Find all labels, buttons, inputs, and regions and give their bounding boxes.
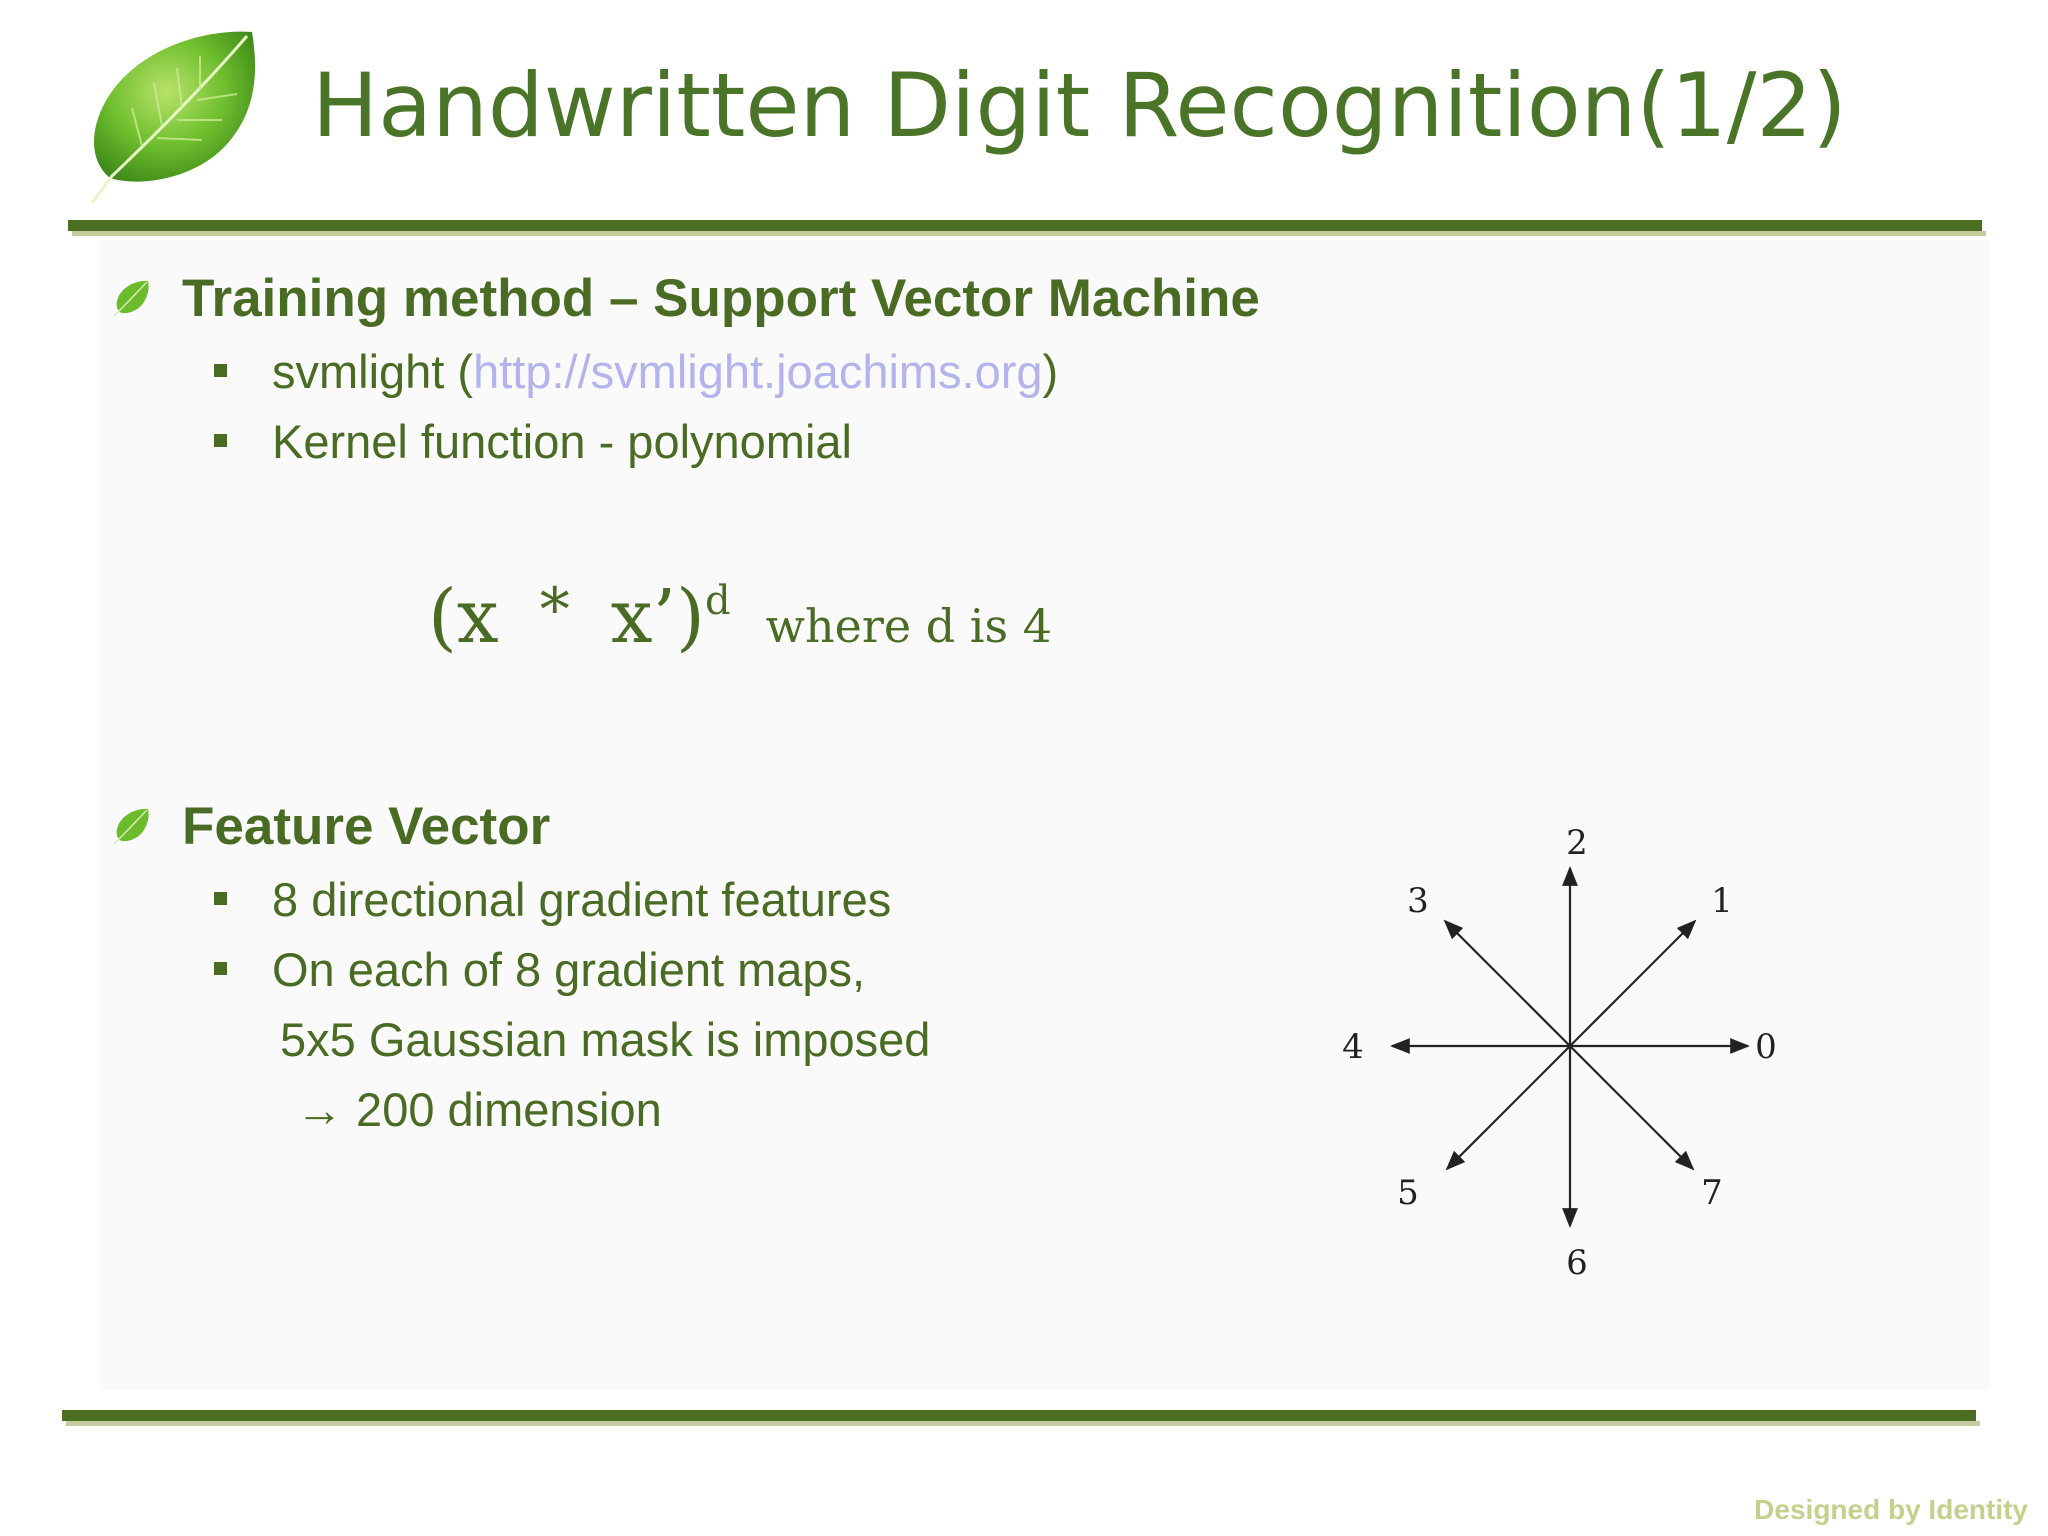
square-bullet-icon [214, 892, 227, 905]
direction-label-6: 6 [1566, 1243, 1588, 1283]
svmlight-prefix: svmlight ( [272, 345, 474, 398]
direction-label-0: 0 [1755, 1027, 1777, 1067]
kernel-formula: (x * x’)d where d is 4 [428, 580, 1052, 654]
direction-label-7: 7 [1701, 1173, 1723, 1213]
square-bullet-icon [214, 364, 227, 377]
direction-label-5: 5 [1397, 1173, 1419, 1213]
training-method-heading: Training method – Support Vector Machine [182, 269, 1260, 328]
formula-op: * [539, 575, 570, 645]
direction-label-1: 1 [1711, 881, 1733, 921]
feature-vector-heading: Feature Vector [182, 797, 551, 856]
direction-label-4: 4 [1342, 1027, 1364, 1067]
direction-1-arrow [1569, 919, 1697, 1047]
direction-label-2: 2 [1566, 823, 1588, 863]
kernel-function-item: Kernel function - polynomial [272, 415, 852, 468]
formula-exponent: d [704, 578, 731, 624]
direction-diagram: 0 1 2 3 4 5 6 7 [1342, 823, 1777, 1283]
dimension-line: → 200 dimension [296, 1083, 662, 1136]
leaf-bullet-icon [113, 280, 149, 317]
slide-title: Handwritten Digit Recognition(1/2) [312, 54, 1847, 157]
svmlight-item: svmlight (http://svmlight.joachims.org) [272, 348, 1058, 395]
direction-7-arrow [1569, 1045, 1695, 1171]
direction-5-arrow [1445, 1045, 1571, 1171]
gradient-maps-item: On each of 8 gradient maps, [272, 943, 866, 996]
leaf-bullet-icon [113, 808, 149, 845]
directional-features-item: 8 directional gradient features [272, 873, 892, 926]
formula-close: x’) [610, 574, 705, 660]
direction-label-3: 3 [1407, 881, 1429, 921]
direction-3-arrow [1443, 919, 1571, 1047]
formula-open: (x [428, 574, 499, 660]
footer-credit: Designed by Identity [1754, 1494, 2028, 1525]
formula-note: where d is 4 [765, 599, 1052, 653]
gaussian-mask-line: 5x5 Gaussian mask is imposed [280, 1013, 931, 1066]
leaf-logo-icon [90, 31, 256, 204]
svmlight-link[interactable]: http://svmlight.joachims.org [473, 345, 1043, 398]
svmlight-suffix: ) [1042, 345, 1059, 398]
content-panel [100, 240, 1990, 1390]
square-bullet-icon [214, 434, 227, 447]
square-bullet-icon [214, 962, 227, 975]
